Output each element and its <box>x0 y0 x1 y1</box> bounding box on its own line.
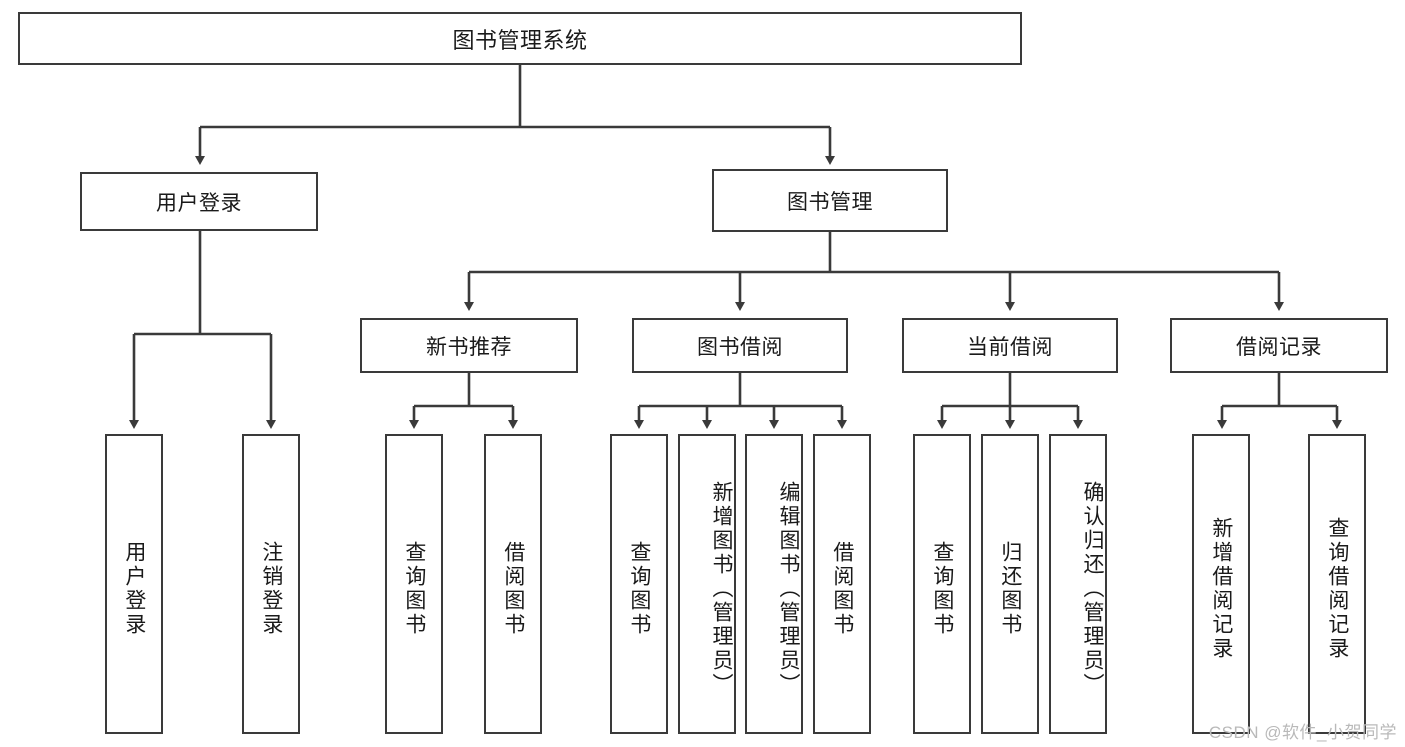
node-label: 图书借阅 <box>697 335 783 359</box>
node-label: 用户登录 <box>122 541 146 637</box>
node-book-borrow[interactable]: 图书借阅 <box>632 318 848 373</box>
node-label: 编辑图书（管理员） <box>777 481 800 697</box>
leaf-query-book-current[interactable]: 查询图书 <box>913 434 971 734</box>
node-root-system[interactable]: 图书管理系统 <box>18 12 1022 65</box>
node-label: 新书推荐 <box>426 335 512 359</box>
node-book-management[interactable]: 图书管理 <box>712 169 948 232</box>
node-label: 借阅图书 <box>501 541 525 637</box>
leaf-query-book-borrow[interactable]: 查询图书 <box>610 434 668 734</box>
node-label: 新增借阅记录 <box>1209 517 1233 661</box>
leaf-return-book[interactable]: 归还图书 <box>981 434 1039 734</box>
node-label: 确认归还（管理员） <box>1081 481 1104 697</box>
node-label: 归还图书 <box>998 541 1022 637</box>
node-label: 用户登录 <box>156 191 242 215</box>
leaf-add-book-admin[interactable]: 新增图书（管理员） <box>678 434 736 734</box>
node-label: 查询图书 <box>627 541 651 637</box>
leaf-edit-book-admin[interactable]: 编辑图书（管理员） <box>745 434 803 734</box>
leaf-user-login[interactable]: 用户登录 <box>105 434 163 734</box>
node-label: 查询借阅记录 <box>1325 517 1349 661</box>
leaf-confirm-return-admin[interactable]: 确认归还（管理员） <box>1049 434 1107 734</box>
leaf-borrow-book[interactable]: 借阅图书 <box>813 434 871 734</box>
leaf-borrow-book-recommend[interactable]: 借阅图书 <box>484 434 542 734</box>
leaf-logout[interactable]: 注销登录 <box>242 434 300 734</box>
leaf-add-borrow-record[interactable]: 新增借阅记录 <box>1192 434 1250 734</box>
node-label: 当前借阅 <box>967 335 1053 359</box>
node-label: 借阅图书 <box>830 541 854 637</box>
node-label: 查询图书 <box>930 541 954 637</box>
leaf-query-book-recommend[interactable]: 查询图书 <box>385 434 443 734</box>
node-label: 图书管理 <box>787 190 873 214</box>
node-label: 借阅记录 <box>1236 335 1322 359</box>
node-current-borrow[interactable]: 当前借阅 <box>902 318 1118 373</box>
node-new-book-recommend[interactable]: 新书推荐 <box>360 318 578 373</box>
node-user-login[interactable]: 用户登录 <box>80 172 318 231</box>
node-label: 图书管理系统 <box>452 27 588 53</box>
watermark-text: CSDN @软件_小贺同学 <box>1208 723 1397 742</box>
node-label: 注销登录 <box>259 541 283 637</box>
leaf-query-borrow-record[interactable]: 查询借阅记录 <box>1308 434 1366 734</box>
node-label: 新增图书（管理员） <box>710 481 733 697</box>
node-borrow-record[interactable]: 借阅记录 <box>1170 318 1388 373</box>
node-label: 查询图书 <box>402 541 426 637</box>
